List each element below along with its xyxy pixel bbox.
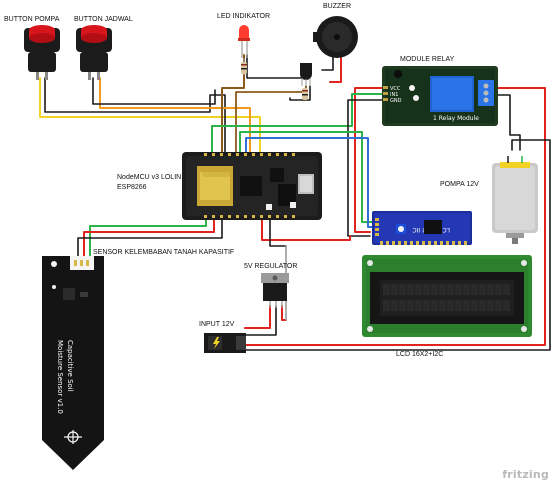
led-indikator-label: LED INDIKATOR	[217, 13, 270, 20]
pompa-motor	[492, 156, 538, 244]
nodemcu-label-line1: NodeMCU v3 LOLIN	[117, 174, 181, 181]
soil-moisture-sensor: Capacitive Soil Moisture Sensor v1.0	[42, 256, 104, 470]
transistor	[300, 63, 312, 86]
relay-pin-in1: IN1	[390, 92, 398, 98]
wire-i2c-green	[239, 131, 375, 223]
input12v-label: INPUT 12V	[199, 321, 235, 328]
voltage-regulator	[261, 273, 289, 308]
wire-relay-to-pompa-red	[219, 87, 546, 346]
fritzing-watermark: fritzing	[502, 468, 549, 481]
button-pompa	[24, 25, 60, 80]
wire-led-black	[246, 54, 306, 79]
wire-pompa-black	[231, 139, 551, 351]
nodemcu-board	[182, 152, 322, 220]
resistor-transistor	[302, 88, 308, 100]
wire-sensor-black	[77, 219, 223, 259]
resistor-led	[241, 58, 247, 75]
wire-button-pompa-black	[44, 77, 226, 153]
wire-relay-in-green	[211, 93, 385, 153]
relay-pin-vcc: VCC	[390, 86, 401, 92]
wire-sensor-red	[83, 219, 215, 259]
wire-nodemcu-gnd-black	[269, 219, 287, 247]
regulator-label: 5V REGULATOR	[244, 263, 297, 270]
led-indikator	[238, 25, 250, 58]
relay-pin-gnd: GND	[390, 98, 402, 104]
sensor-label: SENSOR KELEMBABAN TANAH KAPASITIF	[93, 249, 234, 256]
i2c-adapter: LCM1602 IIC	[372, 211, 472, 245]
button-pompa-label: BUTTON POMPA	[4, 16, 60, 23]
wire-nodemcu-5v-red	[261, 219, 351, 241]
button-jadwal	[76, 25, 112, 80]
wire-buzzer-black	[321, 54, 334, 71]
wire-button-pompa-yellow	[39, 77, 261, 153]
relay-module: VCC IN1 GND 1 Relay Module	[382, 66, 498, 126]
wire-regulator-gnd-black	[244, 305, 277, 336]
wire-button-jadwal-black	[92, 77, 216, 105]
buzzer	[313, 16, 358, 58]
wire-transistor-black	[289, 85, 311, 101]
nodemcu-label-line2: ESP8266	[117, 184, 147, 191]
wire-buzzer-red	[329, 54, 342, 83]
wire-relay-gnd-black	[347, 99, 385, 237]
wire-sensor-green	[89, 219, 207, 259]
wire-i2c-blue	[245, 137, 375, 228]
wire-regulator-in-red	[244, 305, 271, 329]
pompa-label: POMPA 12V	[440, 181, 479, 188]
lcd-label: LCD 16X2+I2C	[396, 351, 443, 358]
wire-button-jadwal-orange	[99, 77, 251, 153]
wire-relay-vcc-red	[354, 87, 385, 233]
buzzer-label: BUZZER	[323, 3, 351, 10]
sensor-text-line1: Capacitive Soil	[66, 340, 74, 392]
button-jadwal-label: BUTTON JADWAL	[74, 16, 133, 23]
dc-jack	[204, 333, 246, 353]
module-relay-label: MODULE RELAY	[400, 56, 455, 63]
lcd-16x2	[362, 255, 532, 337]
sensor-text-line2: Moisture Sensor v1.0	[56, 340, 64, 414]
relay-caption: 1 Relay Module	[433, 115, 479, 122]
wire-regulator-out-red	[281, 305, 287, 321]
